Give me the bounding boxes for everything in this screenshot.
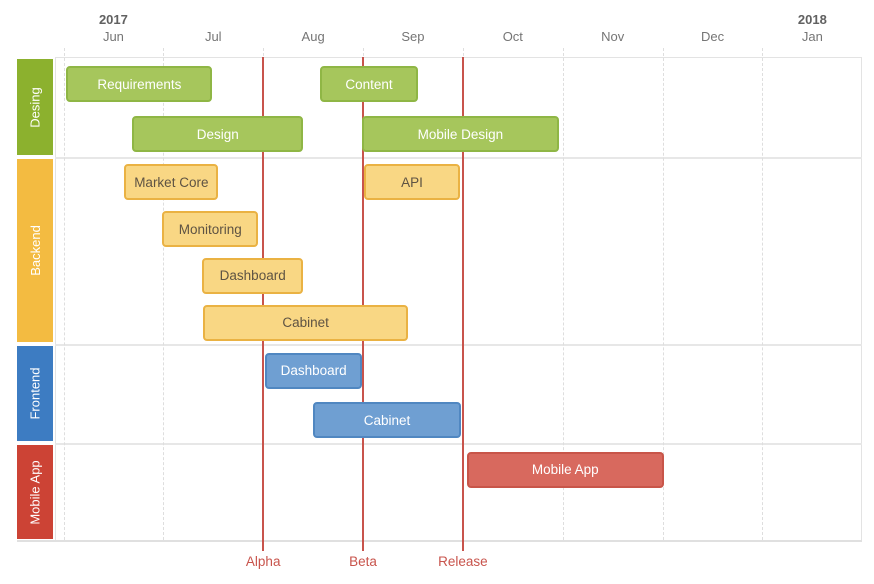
axis-month-label: Jul <box>204 29 222 44</box>
group-band-desing: Desing <box>17 59 53 155</box>
group-band-label: Backend <box>27 225 43 276</box>
task-bar-label: Cabinet <box>363 412 411 428</box>
task-bar-label: Requirements <box>97 76 182 92</box>
task-bar[interactable]: Dashboard <box>202 257 304 294</box>
milestone-label: Release <box>438 554 488 569</box>
group-separator <box>55 443 862 445</box>
month-gridline <box>562 48 564 540</box>
task-bar[interactable]: Dashboard <box>265 352 363 389</box>
task-bar[interactable]: API <box>364 164 460 201</box>
group-band-frontend: Frontend <box>17 346 53 441</box>
milestone-label: Beta <box>349 554 377 569</box>
group-band-label: Desing <box>27 86 43 128</box>
group-band-label: Mobile App <box>27 459 43 525</box>
task-bar[interactable]: Mobile Design <box>362 116 559 152</box>
group-band-label: Frontend <box>27 367 43 420</box>
task-bar-label: Dashboard <box>219 268 286 284</box>
task-bar-label: Cabinet <box>282 315 329 331</box>
axis-month-label: Oct <box>502 29 523 44</box>
task-bar[interactable]: Mobile App <box>466 451 664 488</box>
axis-month-label: Jan <box>801 29 823 44</box>
task-bar[interactable]: Market Core <box>124 164 219 201</box>
task-bar-label: Mobile Design <box>417 126 504 142</box>
axis-month-label: Sep <box>401 29 425 44</box>
milestone-label: Alpha <box>245 554 281 569</box>
task-bar-label: Monitoring <box>178 221 242 237</box>
month-gridline <box>762 48 764 540</box>
task-bar-label: Content <box>345 76 393 92</box>
axis-year-label: 2017 <box>98 12 128 27</box>
month-gridline <box>662 48 664 540</box>
milestone-line <box>461 57 464 551</box>
task-bar-label: API <box>401 174 423 190</box>
axis-year-label: 2018 <box>797 12 827 27</box>
task-bar-label: Mobile App <box>531 462 599 477</box>
task-bar[interactable]: Cabinet <box>313 402 461 439</box>
axis-month-label: Jun <box>102 29 124 44</box>
task-bar[interactable]: Content <box>320 66 418 102</box>
axis-month-label: Dec <box>700 29 725 44</box>
task-bar-label: Dashboard <box>280 363 347 379</box>
plot-border <box>55 57 862 540</box>
milestone-line <box>362 57 365 551</box>
task-bar-label: Market Core <box>134 174 209 190</box>
group-band-backend: Backend <box>17 159 53 342</box>
task-bar[interactable]: Cabinet <box>203 304 408 341</box>
task-bar[interactable]: Design <box>132 116 304 152</box>
chart-bottom-line <box>17 540 862 542</box>
group-separator <box>55 344 862 346</box>
month-gridline <box>163 48 165 540</box>
month-gridline <box>63 48 65 540</box>
group-band-mobile-app: Mobile App <box>17 445 53 539</box>
task-bar-label: Design <box>196 126 239 142</box>
milestone-line <box>262 57 265 551</box>
task-bar[interactable]: Requirements <box>66 66 213 102</box>
group-separator <box>55 157 862 159</box>
axis-month-label: Nov <box>601 29 625 44</box>
task-bar[interactable]: Monitoring <box>162 211 259 248</box>
axis-month-label: Aug <box>301 29 325 44</box>
